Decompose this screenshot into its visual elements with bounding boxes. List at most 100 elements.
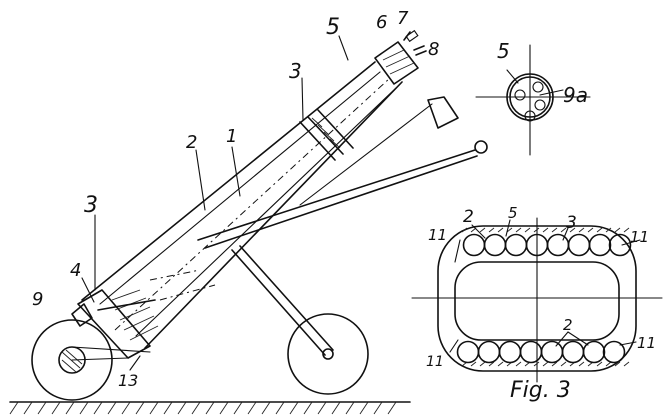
ground-hatch-line <box>107 401 117 415</box>
band-hatch-line <box>560 361 567 367</box>
ground-hatch-line <box>23 401 33 415</box>
band-hatch-line <box>578 227 585 233</box>
ground-hatch-line <box>191 401 201 415</box>
ground <box>9 401 411 415</box>
band-hatch-line <box>551 227 558 233</box>
tube-circle <box>546 233 570 257</box>
ground-hatch-line <box>289 401 299 415</box>
band-hatch-line <box>479 227 486 233</box>
cross-section-small <box>475 44 591 156</box>
ground-hatch-line <box>233 401 243 415</box>
band-hatch-line <box>506 227 513 233</box>
band-hatch-line <box>461 227 468 233</box>
band-hatch-line <box>497 227 504 233</box>
leaders <box>81 35 349 371</box>
ring-upper <box>299 109 354 161</box>
label-6: 6 <box>376 12 387 33</box>
band-hatch-line <box>569 227 576 233</box>
ground-hatch-line <box>93 401 103 415</box>
top-cap <box>374 29 427 85</box>
band-hatch-line <box>596 227 603 233</box>
label-3-upper: 3 <box>289 59 302 83</box>
band-hatch-line <box>470 361 477 367</box>
tube-circle <box>498 340 522 364</box>
ground-hatch-line <box>135 401 145 415</box>
ground-hatch-line <box>387 401 397 415</box>
band-hatch-line <box>560 227 567 233</box>
band-hatch-line <box>542 227 549 233</box>
tube-circle <box>608 233 632 257</box>
ground-hatch-line <box>37 401 47 415</box>
band-hatch-line <box>623 227 630 233</box>
ground-hatch-line <box>373 401 383 415</box>
label-9: 9 <box>32 289 43 310</box>
tube-circle <box>561 340 585 364</box>
handle-rod <box>197 140 488 249</box>
ground-hatch-line <box>359 401 369 415</box>
label-11-bottomright: 11 <box>637 334 656 352</box>
ground-hatch-line <box>177 401 187 415</box>
ground-hatch-line <box>331 401 341 415</box>
label-1: 1 <box>226 126 237 147</box>
label-13: 13 <box>118 371 138 390</box>
ground-hatch-line <box>121 401 131 415</box>
label-4: 4 <box>70 260 81 281</box>
tube-circle <box>477 340 501 364</box>
band-hatch-line <box>551 361 558 367</box>
ground-hatch-line <box>317 401 327 415</box>
cable <box>299 96 459 206</box>
band-hatch-line <box>515 361 522 367</box>
label-11-topright: 11 <box>630 228 649 246</box>
label-9a: 9a <box>563 83 588 107</box>
label-3-fig3: 3 <box>566 213 577 233</box>
label-2-fig3-bottom: 2 <box>563 316 573 334</box>
strut <box>231 245 334 356</box>
band-hatch-line <box>614 361 621 367</box>
label-5: 5 <box>326 15 340 40</box>
labels: 1 2 3 3 4 5 6 7 8 9 13 5 9a 11 2 5 3 11 … <box>32 8 656 403</box>
label-7: 7 <box>397 8 409 29</box>
label-8: 8 <box>428 39 439 60</box>
band-hatch-line <box>623 361 630 367</box>
ground-hatch-line <box>149 401 159 415</box>
tube-circle <box>582 340 606 364</box>
band-hatch-line <box>497 361 504 367</box>
label-2-fig3-top: 2 <box>463 207 474 227</box>
ground-hatch-line <box>79 401 89 415</box>
tube-circle <box>483 233 507 257</box>
tube-circle <box>588 233 612 257</box>
band-hatch-line <box>578 361 585 367</box>
band-hatch-line <box>488 361 495 367</box>
band-hatch-line <box>542 361 549 367</box>
tube-circle <box>456 340 480 364</box>
ground-hatch-line <box>205 401 215 415</box>
label-11-bottomleft: 11 <box>426 354 444 370</box>
ground-hatch-line <box>219 401 229 415</box>
bottom-base <box>71 289 159 359</box>
ground-hatch-line <box>275 401 285 415</box>
band-hatch-line <box>533 227 540 233</box>
band-hatch-line <box>614 227 621 233</box>
tube-circle <box>567 233 591 257</box>
band-hatch-line <box>524 227 531 233</box>
band-hatch-line <box>515 227 522 233</box>
cross-section-fig3 <box>411 217 663 383</box>
label-5-fig3: 5 <box>508 204 518 222</box>
rear-wheel <box>287 313 369 395</box>
band-hatch-line <box>587 227 594 233</box>
ground-hatch-line <box>163 401 173 415</box>
ground-hatch-line <box>247 401 257 415</box>
tube-circle <box>504 233 528 257</box>
band-hatch-line <box>479 361 486 367</box>
band-hatch-line <box>605 227 612 233</box>
ground-hatch-line <box>65 401 75 415</box>
front-wheel <box>31 319 151 401</box>
ground-hatch-line <box>51 401 61 415</box>
tube-circle <box>519 340 543 364</box>
band-hatch-line <box>533 361 540 367</box>
band-hatch-line <box>605 361 612 367</box>
band-hatch-line <box>488 227 495 233</box>
band-hatch-line <box>596 361 603 367</box>
